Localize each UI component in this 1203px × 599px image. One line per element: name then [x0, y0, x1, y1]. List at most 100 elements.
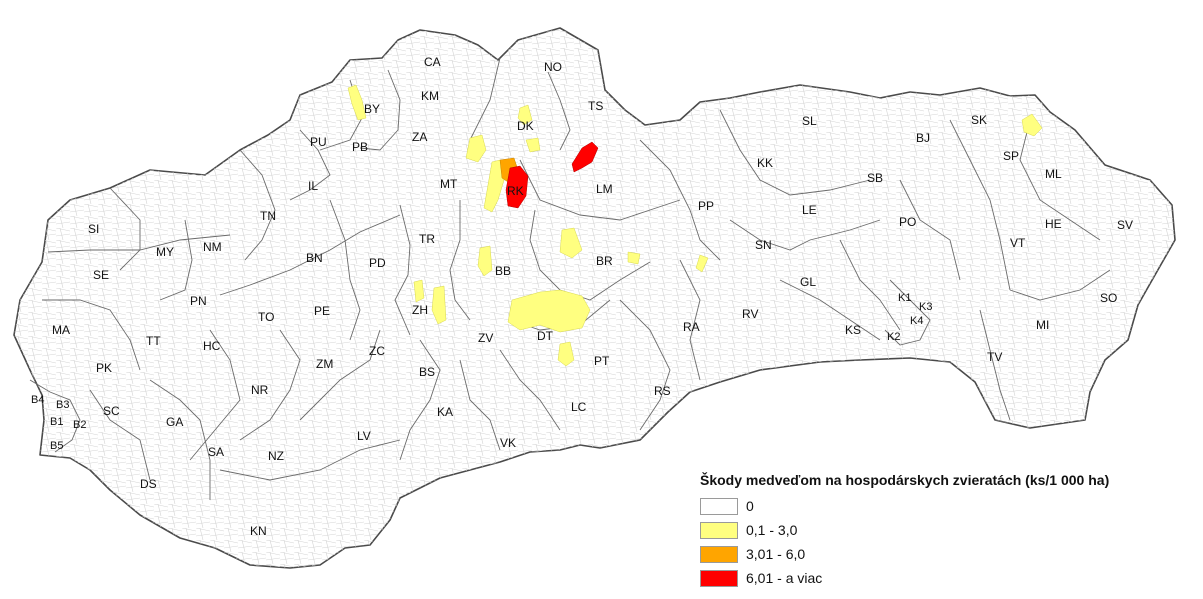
district-label: TT: [146, 334, 161, 348]
legend-swatch: [700, 545, 738, 563]
district-label: MA: [52, 323, 70, 337]
district-label: K3: [919, 301, 932, 313]
legend-item: 3,01 - 6,0: [700, 542, 1200, 566]
region-class-1: [431, 285, 447, 325]
district-label: KM: [421, 89, 439, 103]
legend-label: 6,01 - a viac: [746, 570, 823, 586]
district-label: PP: [698, 199, 714, 213]
district-label: IL: [308, 179, 318, 193]
district-label: B5: [50, 440, 63, 452]
district-label: BY: [364, 102, 380, 116]
district-label: PO: [899, 215, 916, 229]
district-label: ZC: [369, 344, 385, 358]
district-label: SB: [867, 171, 883, 185]
district-label: PE: [314, 304, 330, 318]
district-label: TV: [987, 350, 1002, 364]
district-label: BN: [306, 251, 323, 265]
district-boundaries: [29, 57, 1111, 500]
district-label: LM: [596, 182, 613, 196]
district-label: PT: [594, 354, 610, 368]
district-label: ZH: [412, 303, 428, 317]
district-label: CA: [424, 55, 441, 69]
district-label: K2: [887, 331, 900, 343]
district-label: ZA: [412, 130, 427, 144]
district-label: B2: [73, 419, 86, 431]
district-label: PB: [352, 140, 368, 154]
region-class-1: [1021, 113, 1043, 137]
legend-swatch: [700, 521, 738, 539]
district-label: VK: [500, 436, 516, 450]
district-label: KS: [845, 323, 861, 337]
district-label: BS: [419, 365, 435, 379]
region-class-1: [559, 227, 583, 259]
legend-item: 0: [700, 494, 1200, 518]
district-label: ML: [1045, 167, 1062, 181]
district-label: NR: [251, 383, 269, 397]
district-label: LE: [802, 203, 817, 217]
legend-swatch: [700, 497, 738, 515]
map-legend: Škody medveďom na hospodárskych zvieratá…: [700, 472, 1200, 590]
district-label: BR: [596, 254, 613, 268]
district-label: DT: [537, 329, 554, 343]
district-label: TO: [258, 310, 274, 324]
district-label: MY: [156, 245, 174, 259]
district-label: K4: [910, 315, 923, 327]
district-label: K1: [898, 292, 911, 304]
district-label: SN: [755, 238, 772, 252]
legend-item: 6,01 - a viac: [700, 566, 1200, 590]
district-label: SA: [208, 445, 224, 459]
district-label: TS: [588, 99, 603, 113]
district-label: KK: [757, 156, 773, 170]
district-label: RA: [683, 320, 700, 334]
district-label: PD: [369, 256, 386, 270]
municipality-texture: [14, 28, 1175, 568]
district-label: ZV: [478, 331, 493, 345]
district-label: ZM: [316, 357, 333, 371]
district-label: SC: [103, 404, 120, 418]
district-label: SO: [1100, 291, 1117, 305]
district-label: B4: [31, 394, 44, 406]
district-label: LC: [571, 400, 587, 414]
district-label: KN: [250, 524, 267, 538]
district-label: DS: [140, 477, 157, 491]
region-class-1: [507, 289, 591, 333]
region-class-1: [557, 341, 575, 367]
district-label: RK: [507, 184, 524, 198]
legend-item: 0,1 - 3,0: [700, 518, 1200, 542]
district-label: PU: [310, 135, 327, 149]
region-class-1: [465, 134, 487, 163]
district-label: MI: [1036, 318, 1049, 332]
district-label: B3: [56, 399, 69, 411]
district-label: NM: [203, 240, 222, 254]
legend-label: 0,1 - 3,0: [746, 522, 798, 538]
district-label: SV: [1117, 218, 1133, 232]
district-label: KA: [437, 405, 453, 419]
district-label: RS: [654, 384, 671, 398]
region-class-1: [517, 104, 533, 126]
district-label: VT: [1010, 236, 1026, 250]
district-label: PN: [190, 294, 207, 308]
legend-label: 0: [746, 498, 754, 514]
district-label: SI: [88, 222, 99, 236]
region-class-1: [347, 84, 367, 121]
district-label: SE: [93, 268, 109, 282]
district-label: TR: [419, 232, 435, 246]
district-label: PK: [96, 361, 112, 375]
district-label: BJ: [916, 131, 930, 145]
legend-swatch: [700, 569, 738, 587]
district-label: LV: [357, 429, 371, 443]
region-class-3: [571, 141, 599, 173]
district-label: HC: [203, 339, 221, 353]
district-label: SL: [802, 114, 817, 128]
damage-classes: [347, 84, 1043, 367]
region-class-1: [413, 279, 425, 303]
district-label: NO: [544, 60, 562, 74]
legend-title: Škody medveďom na hospodárskych zvieratá…: [700, 472, 1110, 488]
region-class-1: [477, 245, 493, 277]
district-label: RV: [742, 307, 758, 321]
district-label: GA: [166, 415, 183, 429]
region-class-1: [627, 251, 641, 265]
district-labels: CA NO KM BY TS DK PU PB ZA MT RK LM IL T…: [31, 55, 1133, 538]
district-label: B1: [50, 416, 63, 428]
